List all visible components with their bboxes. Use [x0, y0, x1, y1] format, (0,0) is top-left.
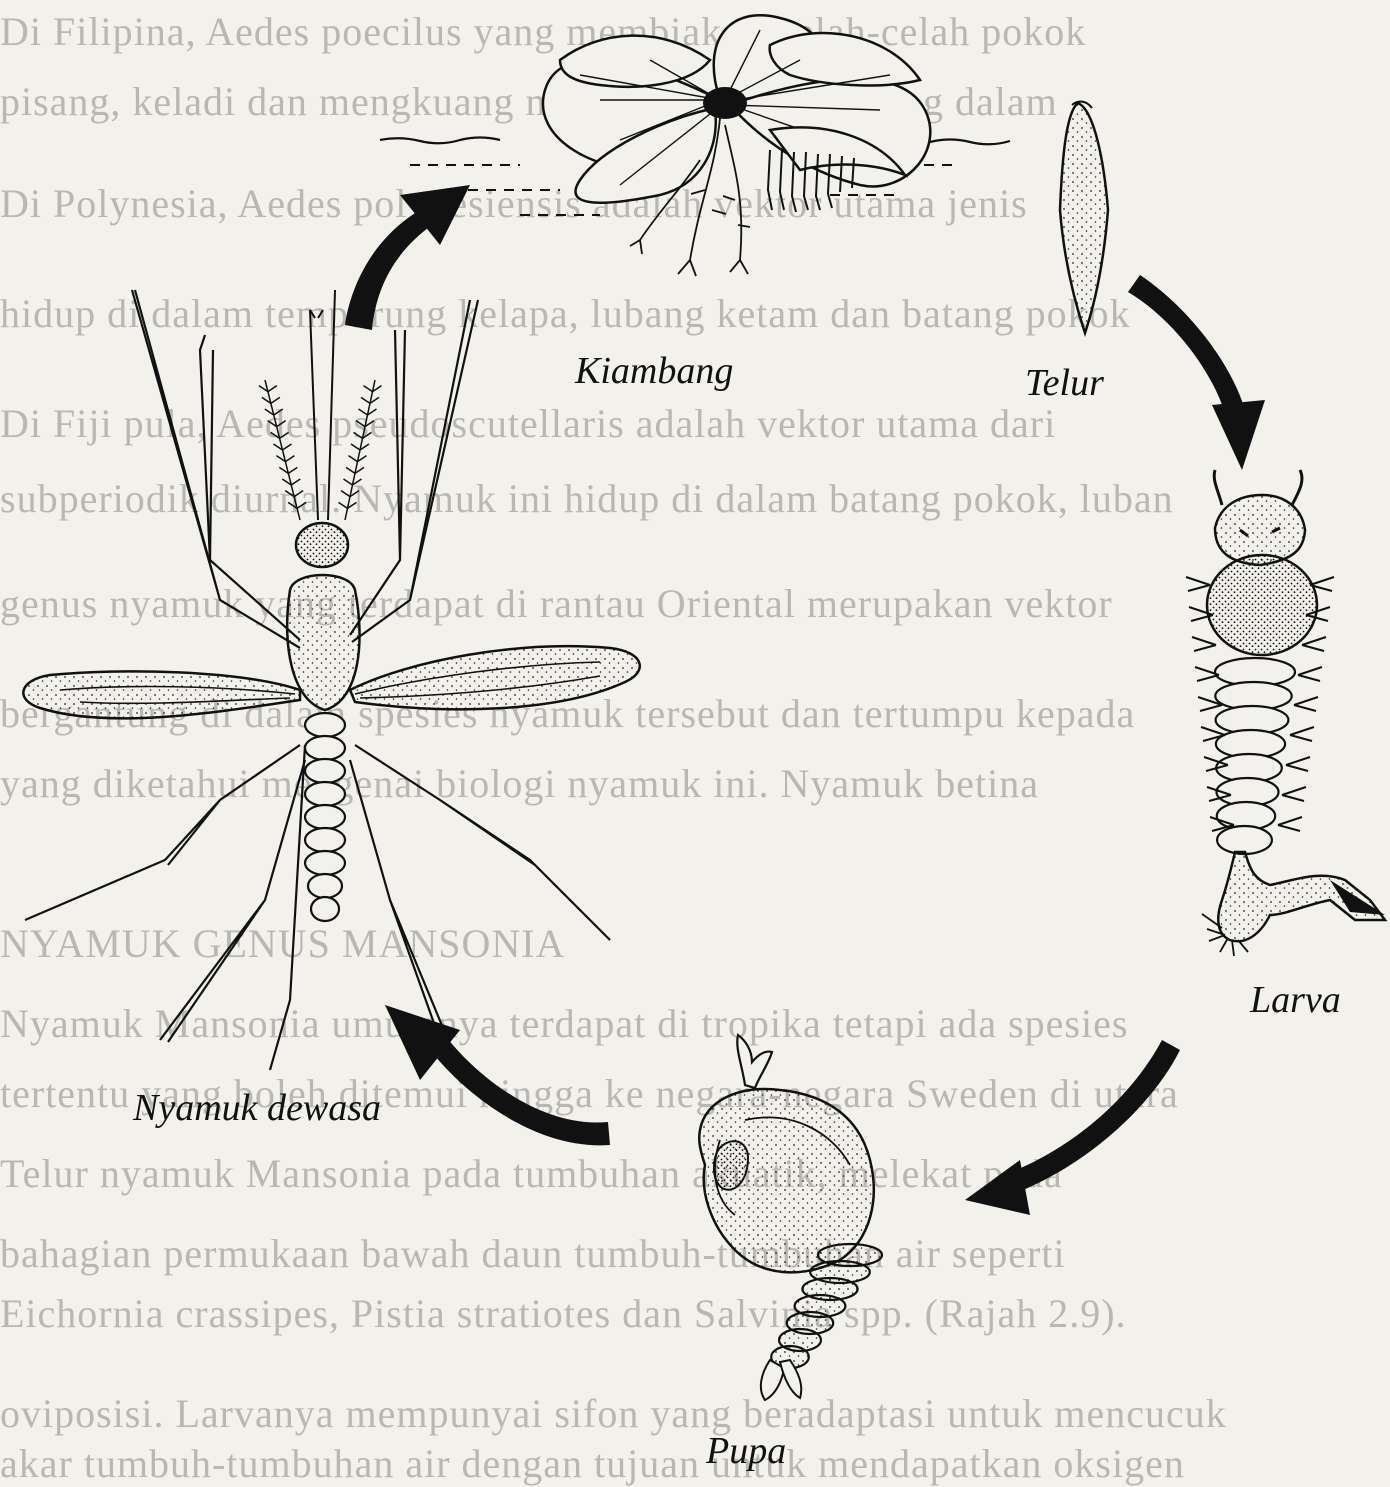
- abdomen-segment: [305, 736, 345, 760]
- kiambang-plant-icon: [380, 15, 1010, 276]
- label-nyamuk-dewasa: Nyamuk dewasa: [132, 1087, 381, 1129]
- label-pupa: Pupa: [705, 1430, 786, 1472]
- abdomen-segment: [305, 759, 345, 783]
- abdomen-segment: [308, 874, 342, 898]
- pupa-icon: [699, 1035, 882, 1400]
- abdomen-segment: [305, 805, 345, 829]
- label-kiambang: Kiambang: [574, 350, 733, 392]
- abdomen-segment: [305, 782, 345, 806]
- abdomen-segment: [305, 713, 345, 737]
- larva-icon: [1186, 470, 1385, 956]
- abdomen-segment: [311, 897, 339, 921]
- label-larva: Larva: [1249, 979, 1341, 1021]
- abdomen-segment: [305, 851, 345, 875]
- abdomen-segment: [305, 828, 345, 852]
- larva-segment: [1217, 826, 1272, 854]
- label-telur: Telur: [1025, 362, 1104, 404]
- egg-icon: [1060, 102, 1108, 333]
- adult-mosquito-icon: [23, 290, 639, 1070]
